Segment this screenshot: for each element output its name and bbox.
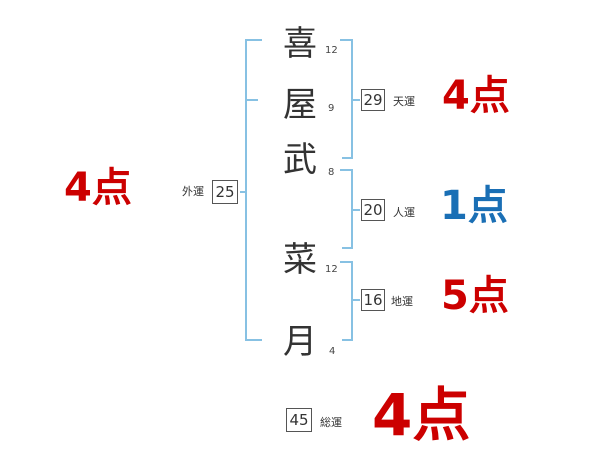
outer-bracket <box>245 39 262 341</box>
name-char-5: 月 <box>283 322 317 362</box>
tenkaku-value-box: 29 <box>361 89 385 111</box>
name-char-2: 屋 <box>283 85 317 125</box>
tenkaku-label: 天運 <box>393 95 415 108</box>
soukaku-label: 総運 <box>320 416 342 429</box>
chikaku-score: 5点 <box>441 273 509 319</box>
chikaku-bracket <box>340 261 353 341</box>
tenkaku-score: 4点 <box>442 73 510 119</box>
chikaku-value-box: 16 <box>361 289 385 311</box>
name-char-3: 武 <box>283 140 317 180</box>
gaikaku-label: 外運 <box>182 185 204 198</box>
stroke-count-3: 8 <box>328 167 335 178</box>
soukaku-score: 4点 <box>372 381 471 449</box>
stroke-count-1: 12 <box>325 45 338 56</box>
tenkaku-bracket <box>340 39 353 159</box>
gaikaku-value-box: 25 <box>212 180 238 204</box>
stroke-count-2: 9 <box>328 103 335 114</box>
soukaku-value-box: 45 <box>286 408 312 432</box>
name-char-1: 喜 <box>283 24 317 64</box>
jinkaku-bracket <box>340 169 353 249</box>
chikaku-label: 地運 <box>391 295 413 308</box>
jinkaku-score: 1点 <box>440 183 508 229</box>
stroke-count-5: 4 <box>329 346 336 357</box>
jinkaku-label: 人運 <box>393 206 415 219</box>
name-char-4: 菜 <box>283 240 317 280</box>
stroke-count-4: 12 <box>325 264 338 275</box>
gaikaku-score: 4点 <box>64 165 132 211</box>
jinkaku-value-box: 20 <box>361 199 385 221</box>
